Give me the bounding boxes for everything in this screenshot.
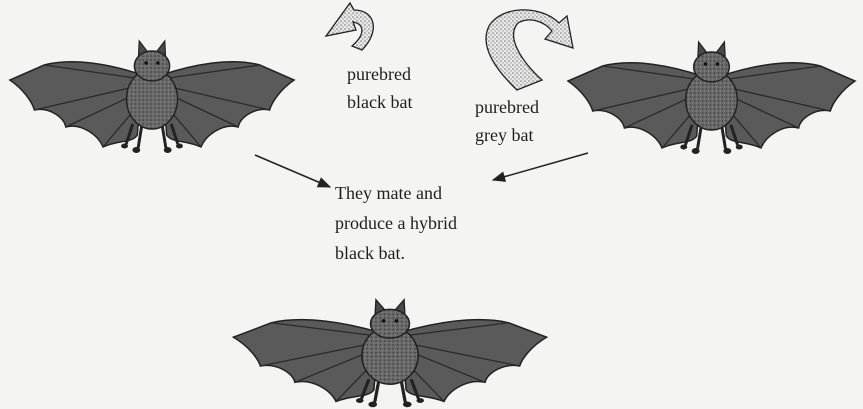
black-bat-label-line2: black bat xyxy=(347,92,412,112)
caption-line2: produce a hybrid xyxy=(335,213,457,233)
grey-bat-label-line1: purebred xyxy=(475,97,539,117)
caption-line1: They mate and xyxy=(335,183,442,203)
caption-line3: black bat. xyxy=(335,243,405,263)
black-bat-label-line1: purebred xyxy=(347,64,411,84)
grey-bat-label-line2: grey bat xyxy=(475,125,533,145)
